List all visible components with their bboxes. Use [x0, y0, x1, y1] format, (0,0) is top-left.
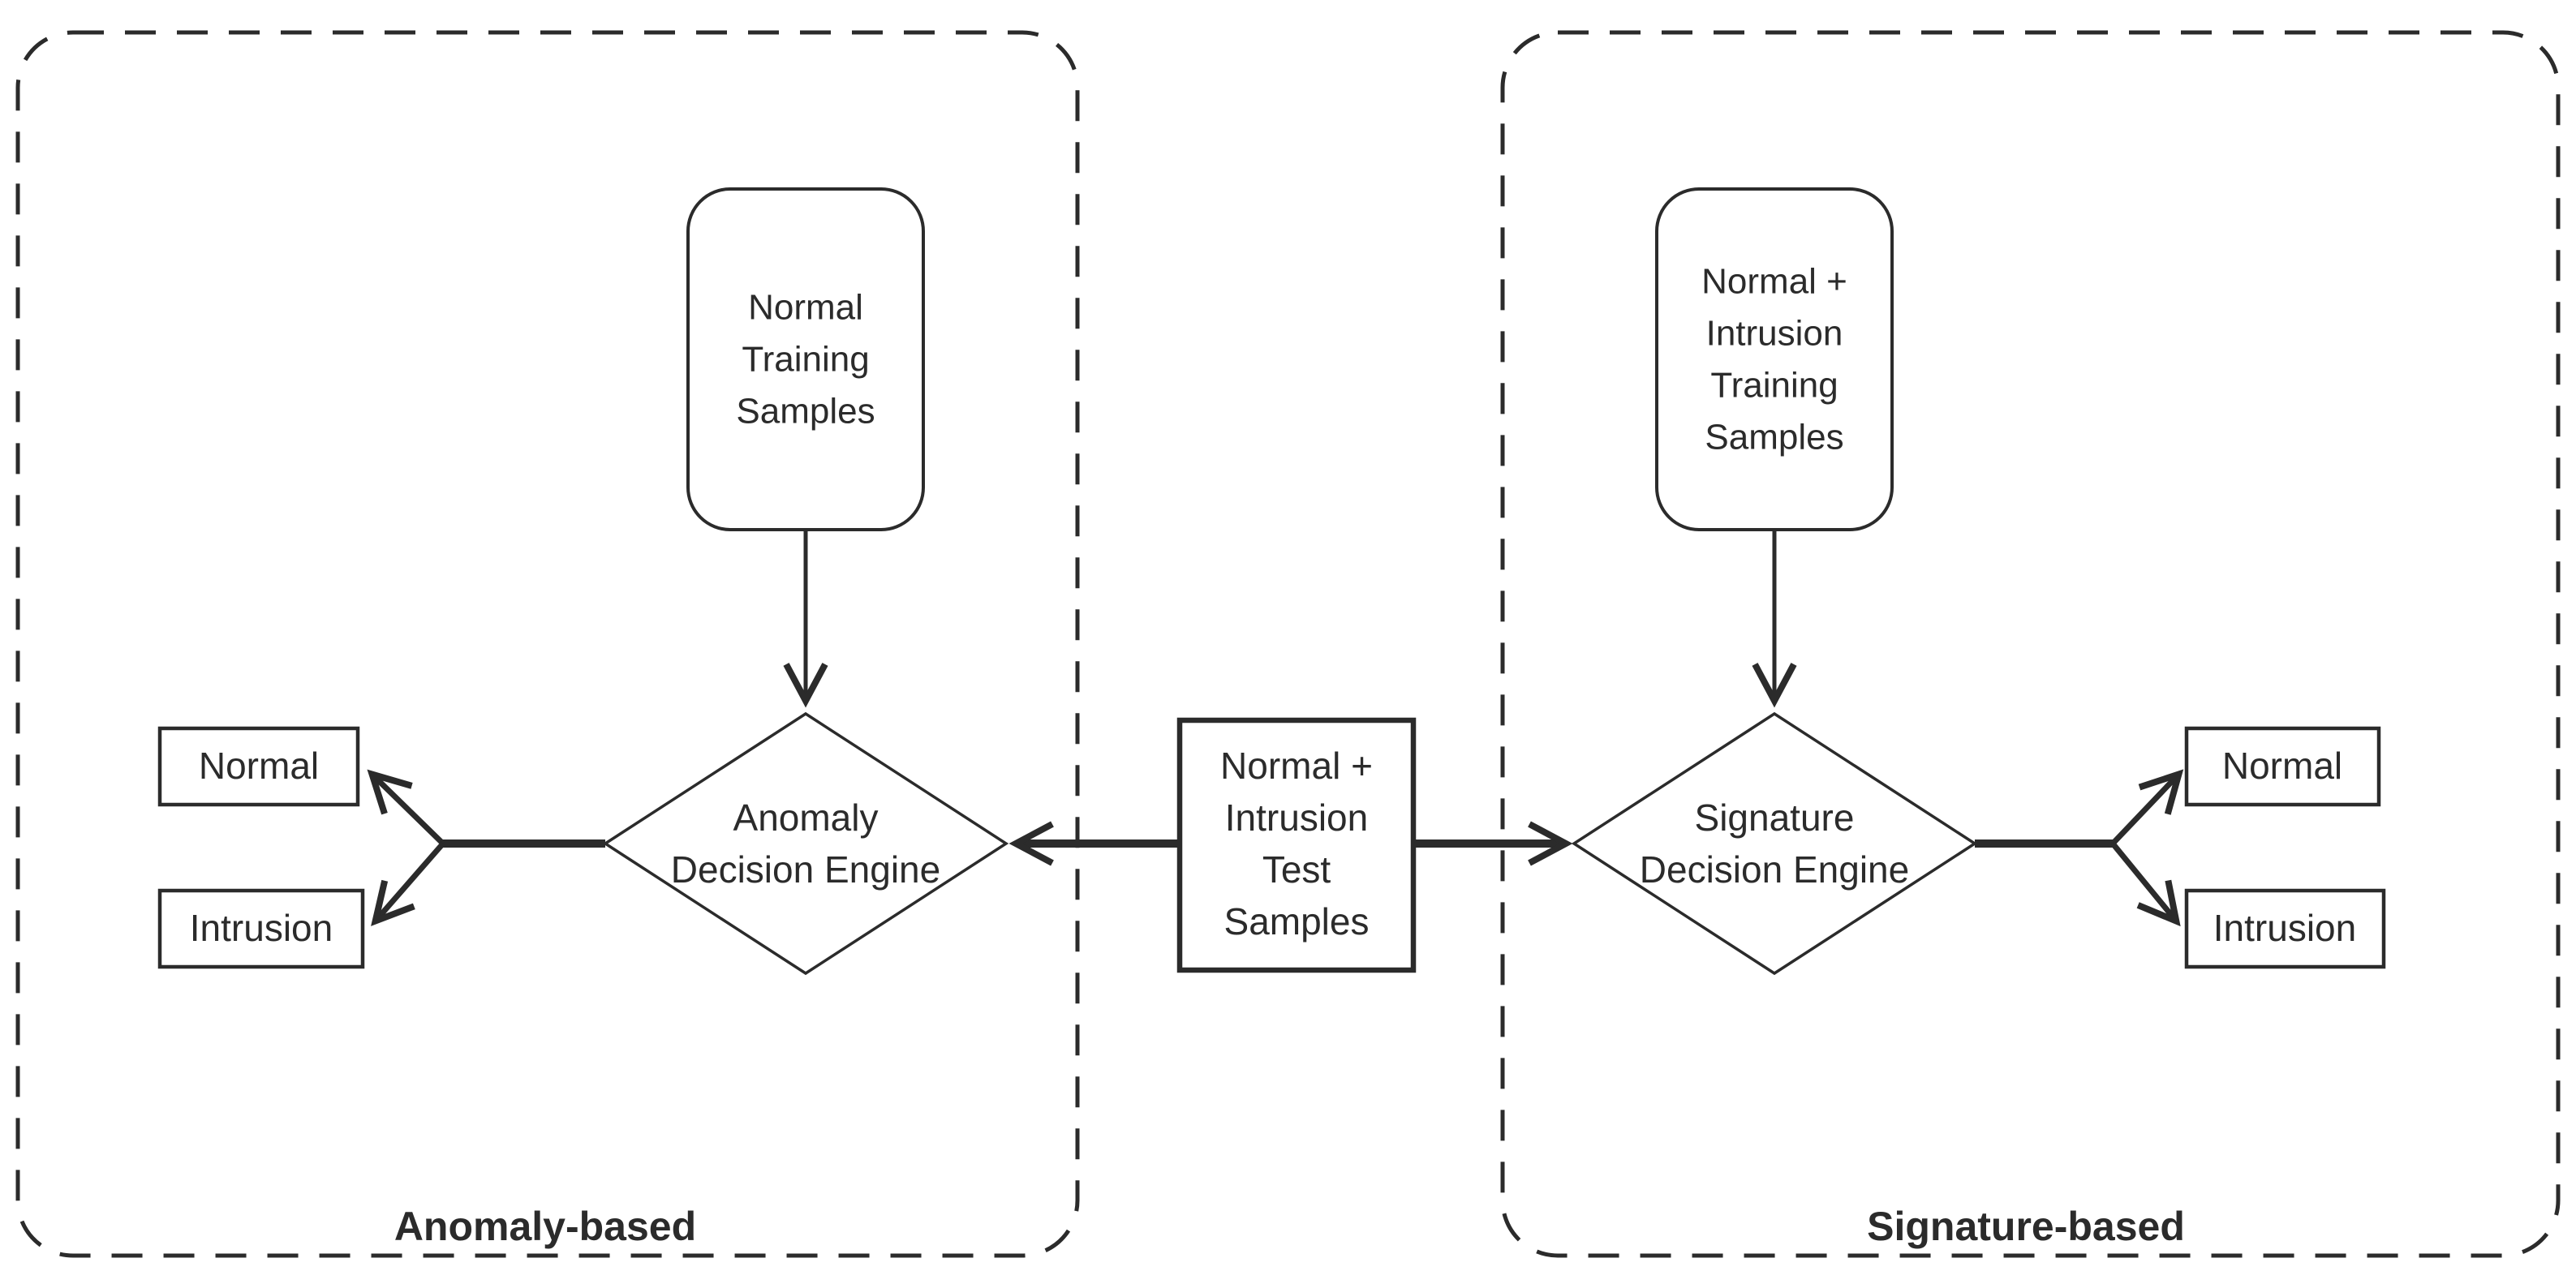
signature-output-normal-box — [2184, 726, 2381, 807]
signature-panel-border — [1500, 30, 2561, 1258]
signature-panel-label: Signature-based — [1867, 1204, 2185, 1249]
anomaly-panel-label: Anomaly-based — [394, 1204, 696, 1249]
signature-output-normal-label: Normal — [2222, 745, 2342, 787]
signature-training-box — [1655, 187, 1894, 531]
signature-to-intrusion-arrow — [2110, 841, 2181, 927]
anomaly-output-normal-label: Normal — [199, 745, 319, 787]
anomaly-to-intrusion-arrow — [371, 841, 445, 926]
signature-output-intrusion-box — [2184, 888, 2386, 969]
anomaly-panel-border — [15, 30, 1080, 1258]
anomaly-panel: Anomaly-based Normal Training Samples An… — [15, 30, 1080, 1258]
test-samples-line4: Samples — [1224, 900, 1370, 943]
test-samples-line3: Test — [1262, 848, 1331, 891]
anomaly-engine-line1: Anomaly — [733, 797, 879, 839]
signature-engine-diamond — [1571, 711, 1978, 976]
signature-output-intrusion-label: Intrusion — [2213, 907, 2356, 949]
anomaly-engine-line2: Decision Engine — [671, 848, 940, 891]
signature-engine-line1: Signature — [1695, 797, 1855, 839]
test-samples-line2: Intrusion — [1225, 797, 1368, 839]
anomaly-to-normal-arrow — [367, 769, 445, 846]
signature-engine-line2: Decision Engine — [1640, 848, 1909, 891]
signature-training-line3: Training — [1710, 366, 1838, 406]
anomaly-training-line2: Training — [742, 340, 869, 380]
signature-to-normal-arrow — [2110, 769, 2184, 846]
signature-training-line4: Samples — [1705, 418, 1843, 457]
anomaly-output-intrusion-label: Intrusion — [190, 907, 333, 949]
test-samples-group: Normal + Intrusion Test Samples — [1008, 717, 1573, 973]
anomaly-training-line3: Samples — [736, 392, 875, 432]
signature-panel: Signature-based Normal + Intrusion Train… — [1500, 30, 2561, 1258]
test-samples-line1: Normal + — [1220, 745, 1373, 787]
anomaly-training-line1: Normal — [748, 288, 863, 328]
signature-training-line2: Intrusion — [1706, 314, 1843, 354]
anomaly-output-intrusion-box — [157, 888, 365, 969]
anomaly-output-normal-box — [157, 726, 360, 807]
anomaly-engine-diamond — [602, 711, 1009, 976]
signature-training-line1: Normal + — [1701, 262, 1847, 302]
